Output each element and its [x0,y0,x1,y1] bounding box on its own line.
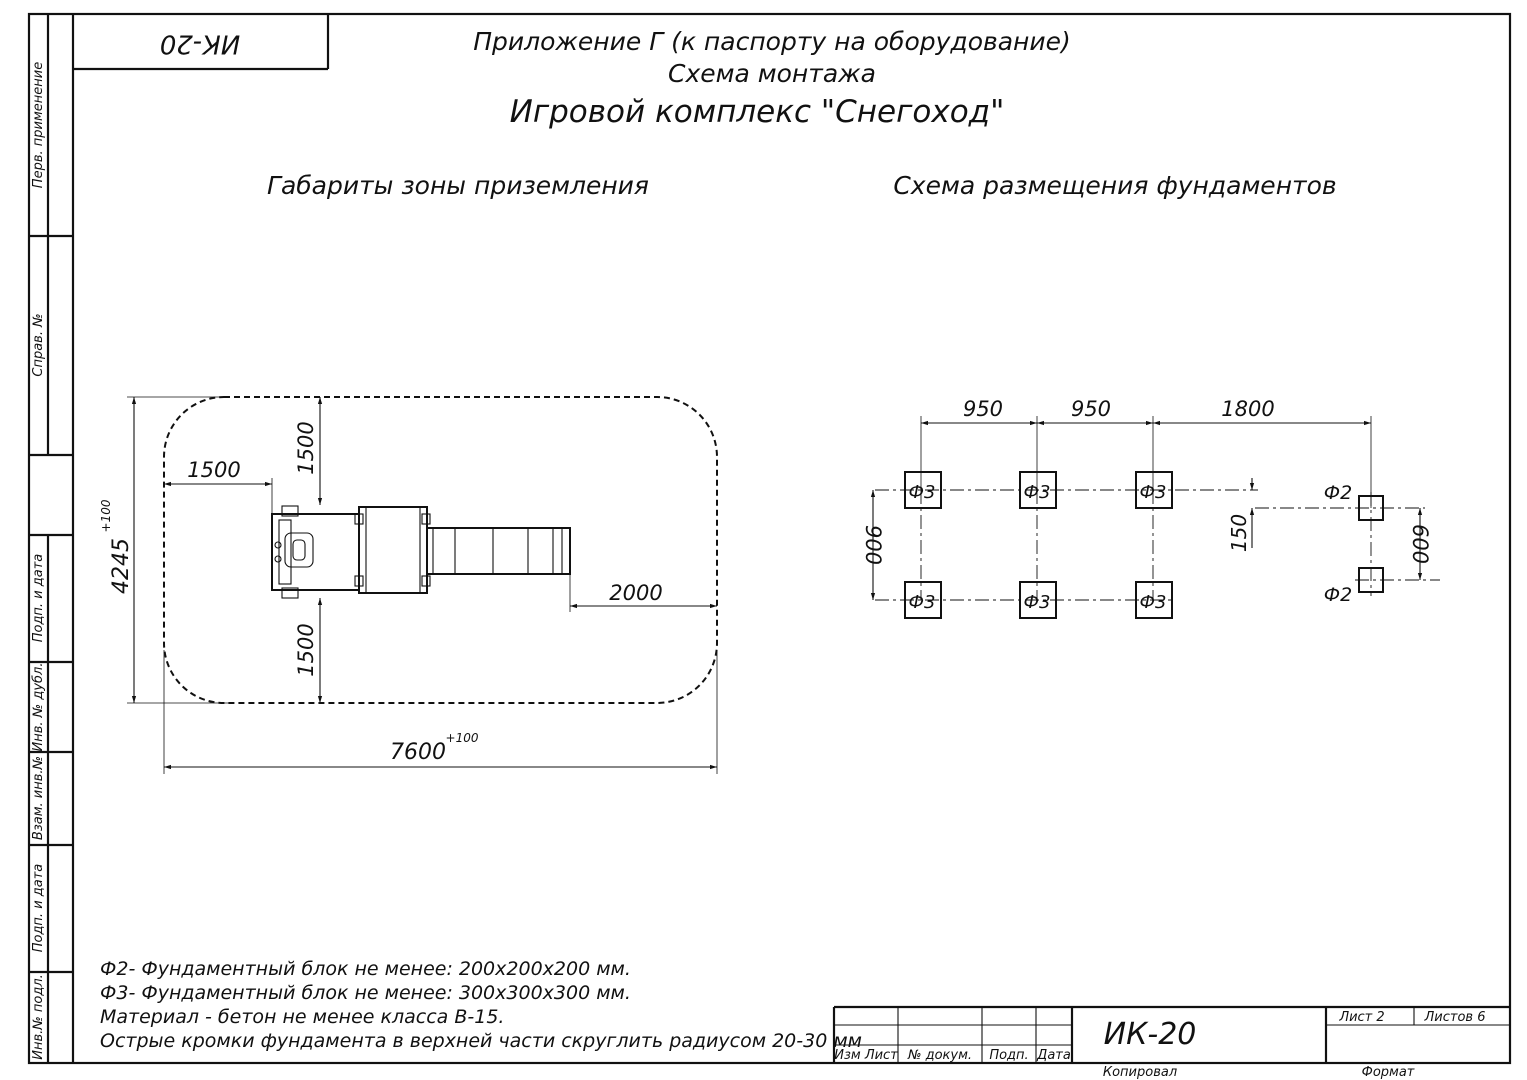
landing-zone-title: Габариты зоны приземления [267,171,649,200]
landing-zone-drawing: Габариты зоны приземления [99,171,718,774]
note-3: Материал - бетон не менее класса В-15. [100,1006,504,1028]
header-line3: Игровой комплекс "Снегоход" [510,94,1005,130]
f3-label-2: Ф3 [1024,482,1051,503]
title-block: Изм Лист № докум. Подп. Дата ИК-20 Лист … [832,1005,1510,1080]
note-2: Ф3- Фундаментный блок не менее: 300х300х… [100,982,631,1004]
f3-label-5: Ф3 [1024,592,1051,613]
note-4: Острые кромки фундамента в верхней части… [100,1030,862,1052]
side-label-podp2: Подп. и дата [31,864,46,953]
side-label-sprav: Справ. № [31,313,46,376]
dim-150: 150 [1227,514,1251,552]
f3-block-3 [1135,471,1173,509]
side-label-vzam: Взам. инв.№ [31,756,46,840]
dim-right-2000: 2000 [609,581,662,605]
tb-podp: Подп. [989,1048,1028,1063]
f3-block-2 [1019,471,1057,509]
dim-950-b: 950 [1071,397,1111,421]
foundation-layout-drawing: Схема размещения фундаментов 950 950 180… [861,171,1440,619]
equipment-plan [271,505,571,599]
dim-1800: 1800 [1221,397,1274,421]
dim-top-1500: 1500 [294,421,318,474]
dim-height-tolerance: +100 [99,499,113,532]
tb-code: ИК-20 [1104,1017,1197,1052]
foundation-layout-title: Схема размещения фундаментов [893,171,1336,200]
tb-sheets: Листов 6 [1424,1010,1486,1025]
side-label-podp1: Подп. и дата [31,554,46,643]
dim-width-tolerance: +100 [446,731,479,745]
f2-block-bottom [1358,567,1384,593]
f2-label-bottom: Ф2 [1324,584,1352,606]
sheet-frame [27,12,1512,1065]
f3-label-3: Ф3 [1140,482,1167,503]
dim-width-7600: 7600 [390,740,446,765]
landing-zone-outline [163,396,718,704]
f2-block-top [1358,495,1384,521]
header: Приложение Г (к паспорту на оборудование… [473,27,1071,130]
dim-bottom-1500: 1500 [294,623,318,676]
header-line1: Приложение Г (к паспорту на оборудование… [473,27,1071,56]
dim-600: 600 [1408,524,1432,564]
tb-format: Формат [1362,1065,1415,1080]
side-stamp: Перв. применение Справ. № Подп. и дата И… [31,62,46,1060]
dim-height-4245: 4245 [109,538,134,594]
f3-block-1 [904,471,942,509]
dim-left-1500: 1500 [187,458,240,482]
tb-data: Дата [1036,1048,1071,1063]
f3-label-1: Ф3 [909,482,936,503]
notes: Ф2- Фундаментный блок не менее: 200х200х… [100,958,862,1052]
f3-label-6: Ф3 [1140,592,1167,613]
f3-block-5 [1019,581,1057,619]
top-stamp: ИК-20 [73,14,330,71]
side-label-inv-podl: Инв.№ подл. [31,974,46,1060]
header-line2: Схема монтажа [668,59,876,88]
tb-sheet: Лист 2 [1338,1010,1384,1025]
f3-block-6 [1135,581,1173,619]
top-stamp-code: ИК-20 [160,29,240,59]
f3-block-4 [904,581,942,619]
dim-900: 900 [861,525,885,565]
f2-label-top: Ф2 [1324,482,1352,504]
side-label-perv: Перв. применение [31,62,46,188]
dim-950-a: 950 [963,397,1003,421]
note-1: Ф2- Фундаментный блок не менее: 200х200х… [100,958,631,980]
tb-izm-list: Изм Лист [834,1048,898,1063]
f3-label-4: Ф3 [909,592,936,613]
tb-ndokum: № докум. [907,1048,972,1063]
tb-kopiroval: Копировал [1103,1065,1177,1080]
side-label-inv-dubl: Инв. № дубл. [31,663,46,752]
